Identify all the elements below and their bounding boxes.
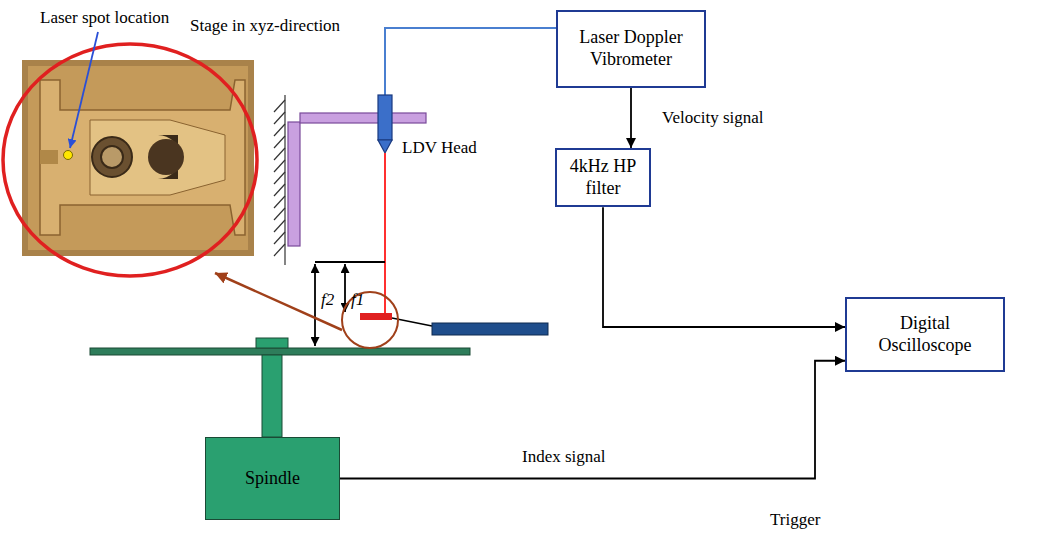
callout-label: Laser spot location <box>40 8 169 28</box>
box-text: 4kHz HP filter <box>565 156 641 199</box>
signal-label: Trigger <box>770 510 820 530</box>
signal-arrow <box>630 88 632 148</box>
box-text: Spindle <box>245 468 300 490</box>
laser-beam <box>384 153 386 313</box>
zoom-arrow <box>215 273 342 330</box>
actuator-arm <box>432 323 548 335</box>
slider-photo <box>22 60 254 256</box>
stage-plate <box>288 122 300 246</box>
instrument-box: Laser Doppler Vibrometer <box>556 10 706 88</box>
spindle-hub <box>256 338 288 348</box>
part-label: Stage in xyz-direction <box>190 16 340 36</box>
box-text: Laser Doppler Vibrometer <box>567 27 695 70</box>
leader-line <box>70 32 98 148</box>
flying-height-arrows <box>315 262 385 346</box>
oscilloscope-box: Digital Oscilloscope <box>845 297 1005 372</box>
stage-mount <box>274 95 285 265</box>
ldv-head <box>378 95 392 153</box>
signal-arrow <box>603 207 845 327</box>
box-text: Digital Oscilloscope <box>865 313 985 356</box>
signal-arrow <box>340 361 845 479</box>
spindle-shaft <box>262 355 282 437</box>
dimension-label: f2 <box>321 290 334 310</box>
stage-arm <box>300 113 426 123</box>
signal-label: Velocity signal <box>660 108 766 128</box>
signal-label: Index signal <box>520 447 608 467</box>
dimension-label: f1 <box>351 290 364 310</box>
disk <box>90 348 470 355</box>
filter-box: 4kHz HP filter <box>555 148 651 207</box>
part-label: LDV Head <box>402 138 477 158</box>
zoom-ellipse <box>3 44 257 276</box>
detail-circle <box>342 292 398 348</box>
spindle-box: Spindle <box>205 437 340 520</box>
slider <box>360 313 392 320</box>
fibre-cable <box>385 28 556 95</box>
